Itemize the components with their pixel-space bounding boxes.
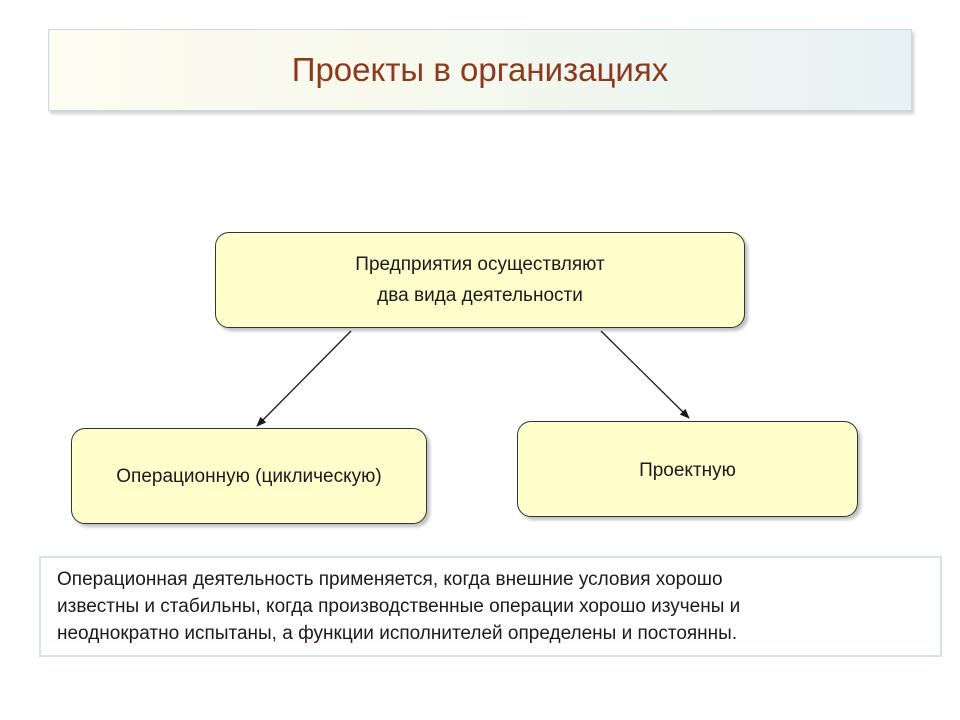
title-banner: Проекты в организациях bbox=[48, 29, 912, 111]
project-activity-label: Проектную bbox=[639, 460, 736, 481]
root-node-line-1: Предприятия осуществляют bbox=[355, 254, 605, 275]
arrow-to-left-node bbox=[256, 330, 352, 427]
arrow-to-right-node bbox=[600, 330, 690, 419]
note-line-1: Операционная деятельность применяется, к… bbox=[57, 569, 723, 590]
root-node-line-2: два вида деятельности bbox=[377, 285, 583, 306]
operational-activity-label: Операционную (циклическую) bbox=[116, 465, 382, 487]
page-title: Проекты в организациях bbox=[291, 51, 669, 88]
note-line-3: неоднократно испытаны, а функции исполни… bbox=[57, 623, 738, 644]
root-node: Предприятия осуществляют два вида деятел… bbox=[215, 232, 745, 328]
note-line-2: известны и стабильны, когда производстве… bbox=[57, 596, 741, 617]
note-box: Операционная деятельность применяется, к… bbox=[39, 556, 942, 657]
operational-activity-node: Операционную (циклическую) bbox=[71, 428, 427, 524]
project-activity-node: Проектную bbox=[517, 421, 858, 517]
